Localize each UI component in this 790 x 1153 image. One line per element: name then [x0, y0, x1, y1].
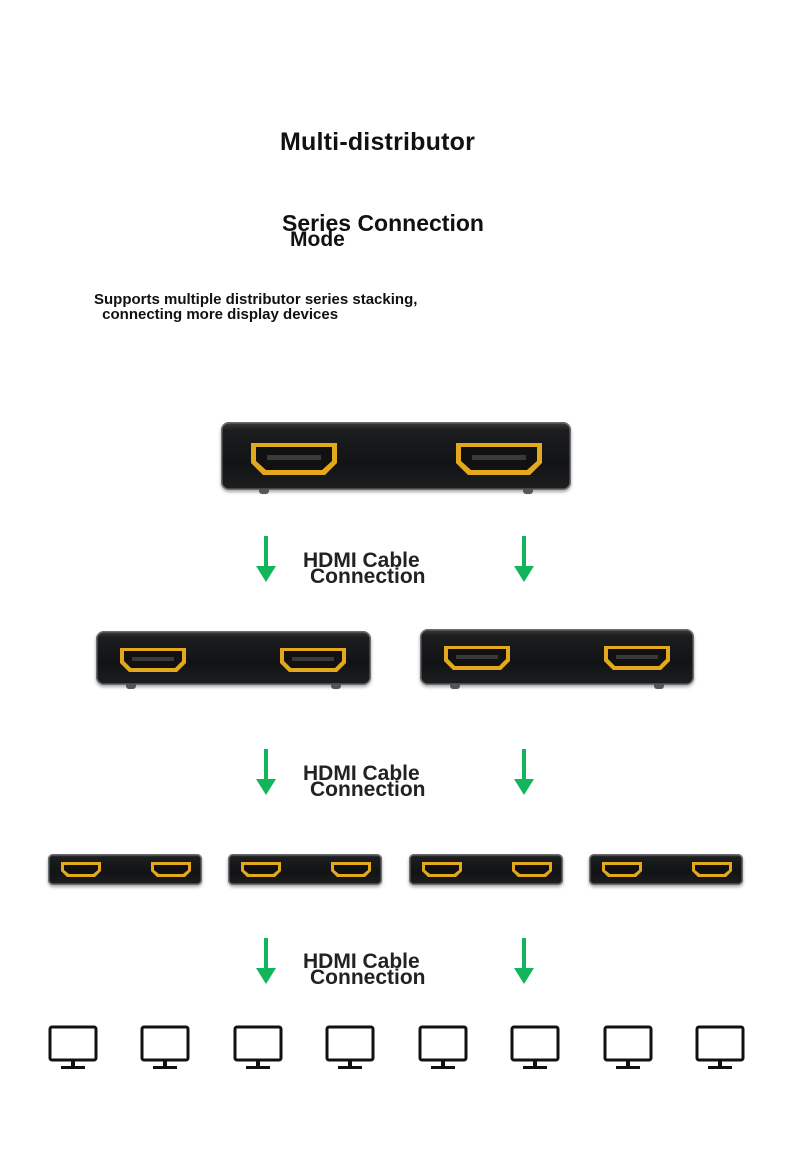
hdmi-port-icon [602, 862, 642, 877]
distributor-tier2 [96, 631, 371, 689]
distributor-tier1 [221, 422, 571, 494]
hdmi-port-icon [280, 648, 346, 672]
hdmi-port-icon [331, 862, 371, 877]
hdmi-port-icon [456, 443, 542, 475]
hdmi-port-icon [251, 443, 337, 475]
connection-label-line2: Connection [310, 565, 426, 588]
down-arrow-icon [256, 536, 276, 582]
hdmi-port-icon [120, 648, 186, 672]
monitor-icon [695, 1025, 745, 1069]
monitor-icon [418, 1025, 468, 1069]
connection-label-line1: HDMI Cable [303, 549, 420, 572]
monitor-icon [233, 1025, 283, 1069]
hdmi-port-icon [151, 862, 191, 877]
hdmi-port-icon [61, 862, 101, 877]
page-title: Multi-distributor [280, 128, 476, 156]
distributor-tier3 [589, 854, 743, 885]
down-arrow-icon [514, 938, 534, 984]
distributor-tier3 [228, 854, 382, 885]
monitor-icon [510, 1025, 560, 1069]
connection-label-line1: HDMI Cable [303, 762, 420, 785]
connection-label-line2: Connection [310, 966, 426, 989]
hdmi-port-icon [444, 646, 510, 670]
monitor-icon [603, 1025, 653, 1069]
connection-label-line1: HDMI Cable [303, 950, 420, 973]
monitor-icon [48, 1025, 98, 1069]
distributor-tier3 [409, 854, 563, 885]
mode-heading-line1: Series Connection [282, 210, 484, 236]
connection-label-line2: Connection [310, 778, 426, 801]
hdmi-port-icon [604, 646, 670, 670]
monitor-icon [325, 1025, 375, 1069]
mode-heading-line2: Mode [290, 228, 345, 251]
hdmi-port-icon [241, 862, 281, 877]
hdmi-port-icon [692, 862, 732, 877]
down-arrow-icon [256, 938, 276, 984]
monitor-icon [140, 1025, 190, 1069]
distributor-tier2 [420, 629, 694, 689]
subtitle-line1: Supports multiple distributor series sta… [94, 291, 418, 308]
subtitle-line2: connecting more display devices [98, 306, 339, 323]
down-arrow-icon [256, 749, 276, 795]
hdmi-port-icon [512, 862, 552, 877]
down-arrow-icon [514, 749, 534, 795]
distributor-tier3 [48, 854, 202, 885]
hdmi-port-icon [422, 862, 462, 877]
down-arrow-icon [514, 536, 534, 582]
